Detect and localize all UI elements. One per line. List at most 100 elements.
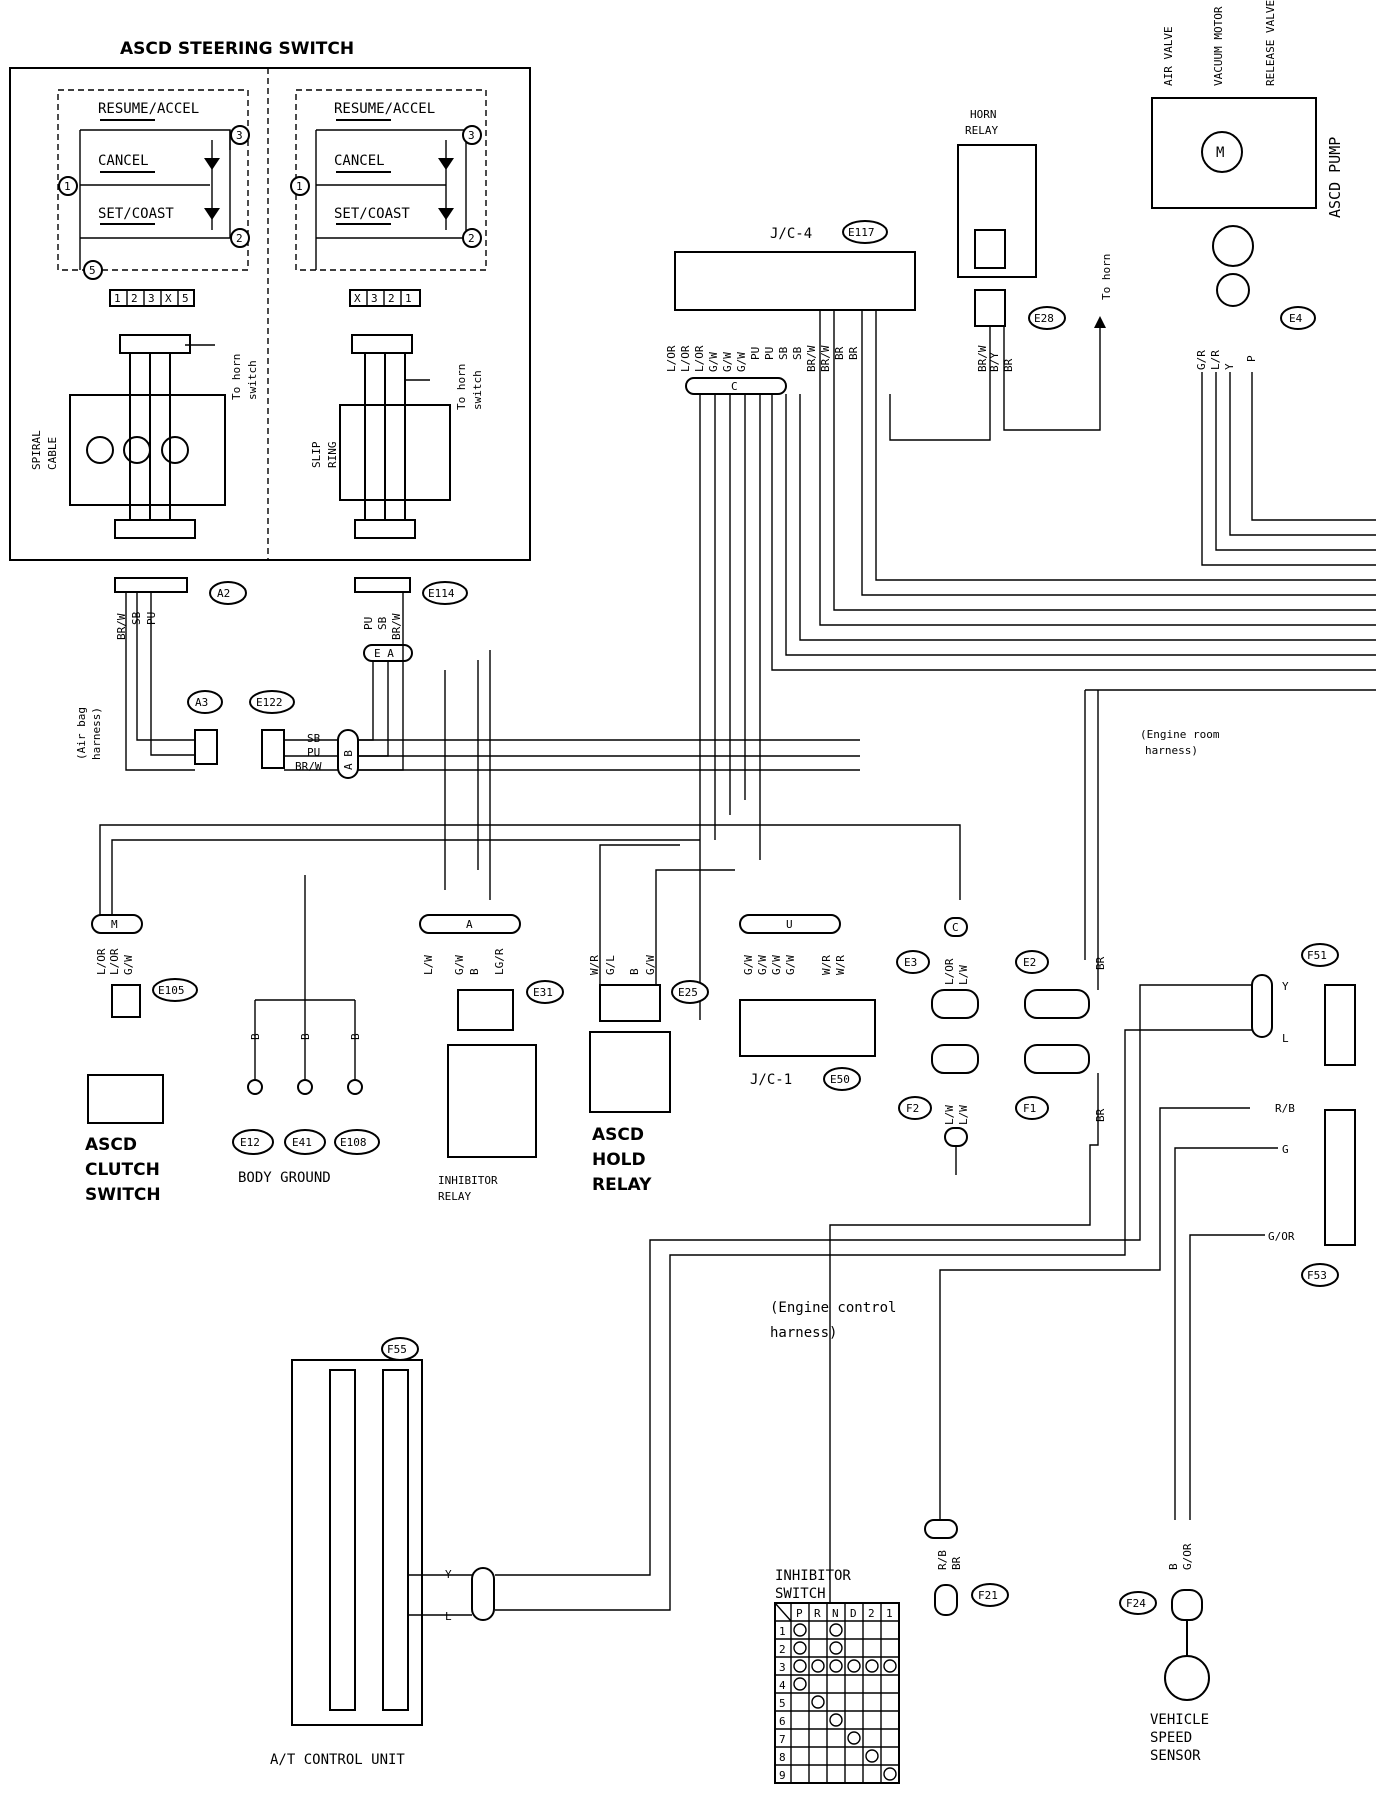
svg-text:RELEASE VALVE: RELEASE VALVE xyxy=(1264,0,1277,86)
svg-text:RESUME/ACCEL: RESUME/ACCEL xyxy=(334,101,435,117)
a3-connector xyxy=(194,729,218,765)
svg-text:E12: E12 xyxy=(240,1136,260,1149)
e25-connector xyxy=(599,984,661,1022)
svg-text:1: 1 xyxy=(405,292,412,305)
svg-text:BR: BR xyxy=(833,346,846,360)
inhibitor-table-row-label: 1 xyxy=(779,1625,786,1638)
pump-wires xyxy=(1201,372,1376,566)
svg-text:E108: E108 xyxy=(340,1136,367,1149)
svg-text:L/W: L/W xyxy=(422,955,435,975)
at-control-unit-label: A/T CONTROL UNIT xyxy=(270,1752,405,1768)
svg-text:switch: switch xyxy=(246,360,259,400)
f24-connector xyxy=(1171,1589,1203,1621)
svg-text:BR/W: BR/W xyxy=(819,345,832,372)
junction-m: M xyxy=(111,918,118,931)
spiral-cable: SPIRAL CABLE To horn switch xyxy=(30,334,259,539)
svg-text:BR/W: BR/W xyxy=(295,760,322,773)
f1-label: F1 xyxy=(1023,1102,1036,1115)
f53-label: F53 xyxy=(1307,1269,1327,1282)
svg-text:RELAY: RELAY xyxy=(592,1175,652,1195)
svg-text:R/B: R/B xyxy=(936,1550,949,1570)
svg-text:B: B xyxy=(349,1033,362,1040)
f1-connector xyxy=(1024,1044,1090,1074)
e114-label: E114 xyxy=(428,587,455,600)
main-bus-wires xyxy=(444,310,1376,1020)
svg-text:B: B xyxy=(468,968,481,975)
inhibitor-table-dot xyxy=(793,1641,807,1655)
inhibitor-table-dot xyxy=(829,1641,843,1655)
svg-text:(Engine room: (Engine room xyxy=(1140,728,1220,741)
svg-text:X: X xyxy=(354,292,361,305)
svg-text:3: 3 xyxy=(371,292,378,305)
junction-ab: A B xyxy=(342,750,355,770)
jc1-label: J/C-1 xyxy=(750,1072,792,1088)
steering-switch-right: RESUME/ACCEL CANCEL SET/COAST 1 3 2 xyxy=(290,89,487,271)
svg-text:P: P xyxy=(1245,355,1258,362)
inhibitor-table-row-label: 5 xyxy=(779,1697,786,1710)
jc4-connector xyxy=(674,251,916,311)
inhibitor-table-dot xyxy=(811,1695,825,1709)
svg-text:G/W: G/W xyxy=(770,955,783,975)
junction-a: A xyxy=(466,918,473,931)
inhibitor-table-dot xyxy=(865,1749,879,1763)
inhibitor-table-dot xyxy=(793,1677,807,1691)
jc1-connector xyxy=(739,999,876,1057)
svg-text:3: 3 xyxy=(148,292,155,305)
e105-label: E105 xyxy=(158,984,185,997)
svg-text:BR: BR xyxy=(1002,358,1015,372)
at-control-unit xyxy=(291,1359,423,1726)
e122-label: E122 xyxy=(256,696,283,709)
svg-text:BR: BR xyxy=(950,1556,963,1570)
svg-text:SB: SB xyxy=(777,346,790,360)
inhibitor-table-row-label: 2 xyxy=(779,1643,786,1656)
svg-text:AIR VALVE: AIR VALVE xyxy=(1162,26,1175,86)
jc4-label: J/C-4 xyxy=(770,226,812,242)
f21-connector xyxy=(934,1584,958,1616)
svg-text:G/L: G/L xyxy=(604,955,617,975)
svg-text:SB: SB xyxy=(791,346,804,360)
svg-text:B: B xyxy=(1167,1563,1180,1570)
svg-text:Y: Y xyxy=(1223,363,1236,370)
svg-text:L: L xyxy=(1282,1032,1289,1045)
svg-text:B: B xyxy=(249,1033,262,1040)
svg-text:BR: BR xyxy=(1094,956,1107,970)
e28-connector xyxy=(974,289,1006,327)
svg-text:VACUUM MOTOR: VACUUM MOTOR xyxy=(1212,6,1225,86)
inhibitor-table-dot xyxy=(847,1731,861,1745)
inhibitor-table-header: D xyxy=(850,1607,857,1620)
inhibitor-table-dot xyxy=(793,1659,807,1673)
svg-text:SWITCH: SWITCH xyxy=(85,1185,161,1205)
svg-text:SENSOR: SENSOR xyxy=(1150,1748,1201,1764)
e2-connector xyxy=(1024,989,1090,1019)
inhibitor-table-header: 2 xyxy=(868,1607,875,1620)
svg-text:SPEED: SPEED xyxy=(1150,1730,1192,1746)
svg-text:M: M xyxy=(1216,145,1224,161)
svg-text:PU: PU xyxy=(362,617,375,630)
svg-text:harness): harness) xyxy=(770,1325,837,1341)
svg-text:W/R: W/R xyxy=(820,955,833,975)
svg-text:L/W: L/W xyxy=(943,1105,956,1125)
inhibitor-table-dot xyxy=(829,1623,843,1637)
e31-label: E31 xyxy=(533,986,553,999)
svg-text:SWITCH: SWITCH xyxy=(775,1586,826,1602)
svg-text:harness): harness) xyxy=(90,707,103,760)
svg-text:BR/W: BR/W xyxy=(115,613,128,640)
inhibitor-table-dot xyxy=(847,1659,861,1673)
f51-connector xyxy=(1324,984,1356,1066)
steering-switch-left: RESUME/ACCEL CANCEL SET/COAST 1 3 2 5 xyxy=(57,89,250,280)
svg-text:3: 3 xyxy=(468,129,475,142)
e114-connector xyxy=(354,577,411,593)
svg-text:PU: PU xyxy=(749,347,762,360)
hold-relay xyxy=(589,1031,671,1113)
svg-text:To horn: To horn xyxy=(455,364,468,410)
e4-label: E4 xyxy=(1289,312,1303,325)
e25-label: E25 xyxy=(678,986,698,999)
svg-text:BR/W: BR/W xyxy=(805,345,818,372)
svg-text:2: 2 xyxy=(236,232,243,245)
svg-text:G/W: G/W xyxy=(453,955,466,975)
steering-pins-left: 1 2 3 X 5 xyxy=(109,289,195,307)
inhibitor-table-row-label: 9 xyxy=(779,1769,786,1782)
svg-text:ASCD: ASCD xyxy=(85,1135,137,1155)
svg-text:G/W: G/W xyxy=(122,955,135,975)
